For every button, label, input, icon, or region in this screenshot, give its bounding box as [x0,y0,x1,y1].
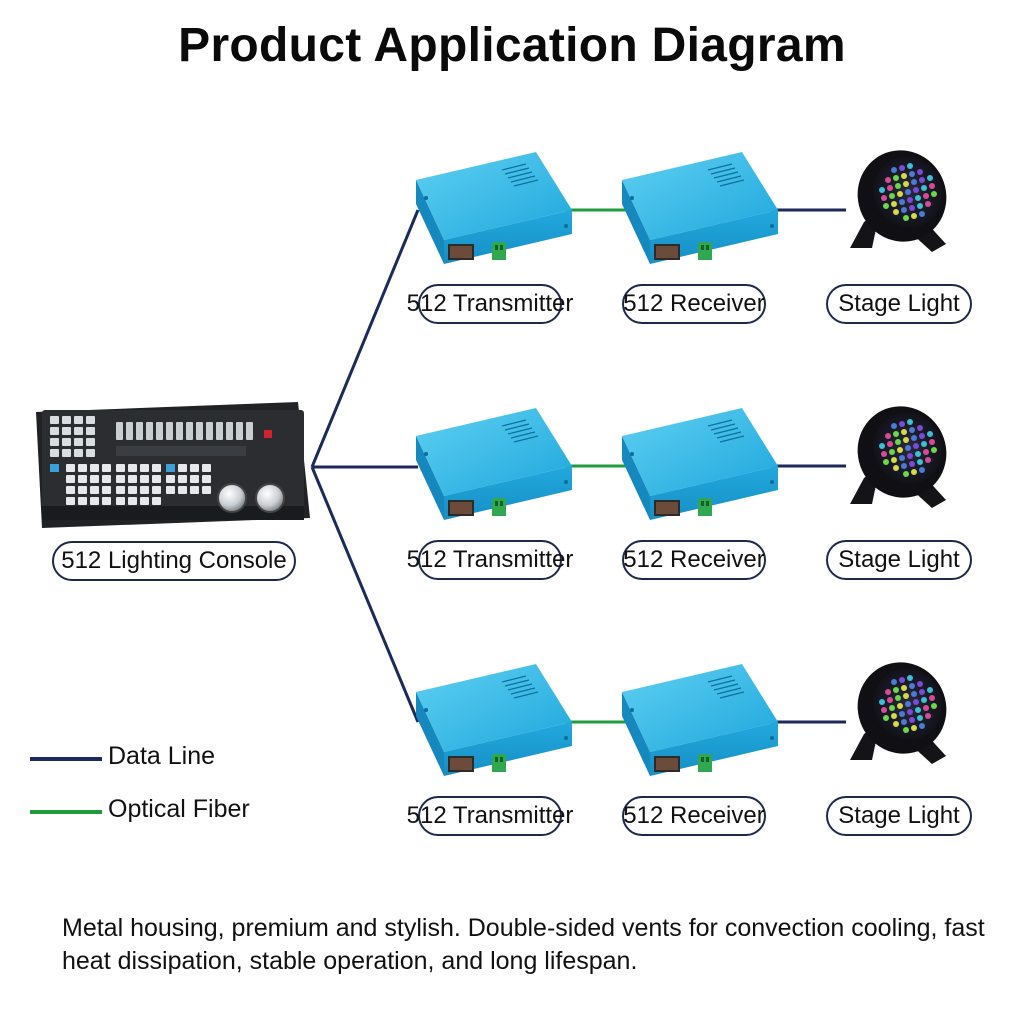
device-row-3 [416,662,947,776]
legend-optical-fiber-label: Optical Fiber [108,795,250,823]
transmitter-label-2: 512 Transmitter [407,540,573,580]
transmitter-label-1: 512 Transmitter [407,284,573,324]
lighting-console [36,402,310,528]
transmitter-device-3 [416,664,572,776]
legend-optical-fiber-swatch [30,810,102,814]
data-line-to-row-3 [310,466,420,723]
legend-data-line-label: Data Line [108,742,216,770]
stage-light-device-2 [850,406,947,508]
console-label: 512 Lighting Console [52,541,296,581]
stage-light-label-3: Stage Light [826,796,972,836]
console-data-lines [310,209,420,723]
stage-light-device-1 [850,150,947,252]
stage-light-label-1: Stage Light [826,284,972,324]
product-note: Metal housing, premium and stylish. Doub… [62,914,985,975]
stage-light-label-2: Stage Light [826,540,972,580]
legend-data-line-swatch [30,757,102,761]
receiver-label-3: 512 Receiver [622,796,766,836]
data-line-to-row-1 [310,209,420,468]
receiver-device-3 [622,664,778,776]
receiver-label-1: 512 Receiver [622,284,766,324]
receiver-device-2 [622,408,778,520]
receiver-label-2: 512 Receiver [622,540,766,580]
device-row-2 [416,406,947,520]
page-title: Product Application Diagram [178,19,846,72]
receiver-device-1 [622,152,778,264]
transmitter-label-3: 512 Transmitter [407,796,573,836]
transmitter-device-2 [416,408,572,520]
transmitter-device-1 [416,152,572,264]
stage-light-device-3 [850,662,947,764]
device-row-1 [416,150,947,264]
